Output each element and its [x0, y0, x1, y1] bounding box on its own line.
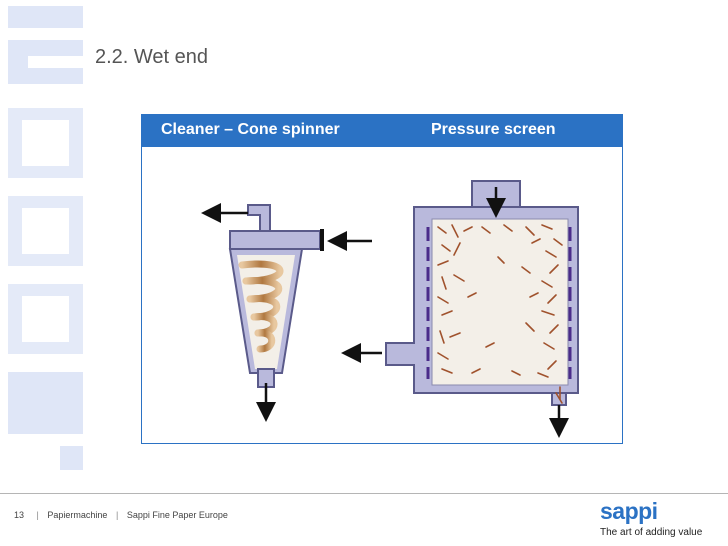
footer-company: Sappi Fine Paper Europe [126, 510, 228, 520]
logo-wordmark: sappi [600, 498, 658, 524]
screen-baffles [426, 227, 572, 379]
cone-cleaner [201, 203, 372, 422]
fibers [437, 224, 563, 404]
pressure-screen [341, 180, 579, 438]
sappi-watermark [8, 6, 83, 470]
cleaner-header: Cleaner – Cone spinner [161, 121, 340, 138]
page-number: 13 [14, 510, 25, 520]
footer-section: Papiermachine [47, 510, 108, 520]
spiral-flow [238, 260, 284, 353]
footer: 13 | Papiermachine | Sappi Fine Paper Eu… [14, 510, 228, 520]
panel-header: Cleaner – Cone spinner Pressure screen [142, 115, 622, 147]
footer-separator: | [36, 510, 39, 520]
logo-tagline: The art of adding value [600, 527, 703, 538]
slide-title: 2.2. Wet end [95, 46, 209, 68]
footer-separator: | [115, 510, 119, 520]
pressure-screen-header: Pressure screen [431, 121, 556, 138]
sappi-logo: sappi The art of adding value [600, 498, 710, 542]
diagram-panel: Cleaner – Cone spinner Pressure screen [141, 114, 623, 444]
footer-divider [0, 493, 728, 494]
wet-end-diagram [201, 180, 579, 438]
